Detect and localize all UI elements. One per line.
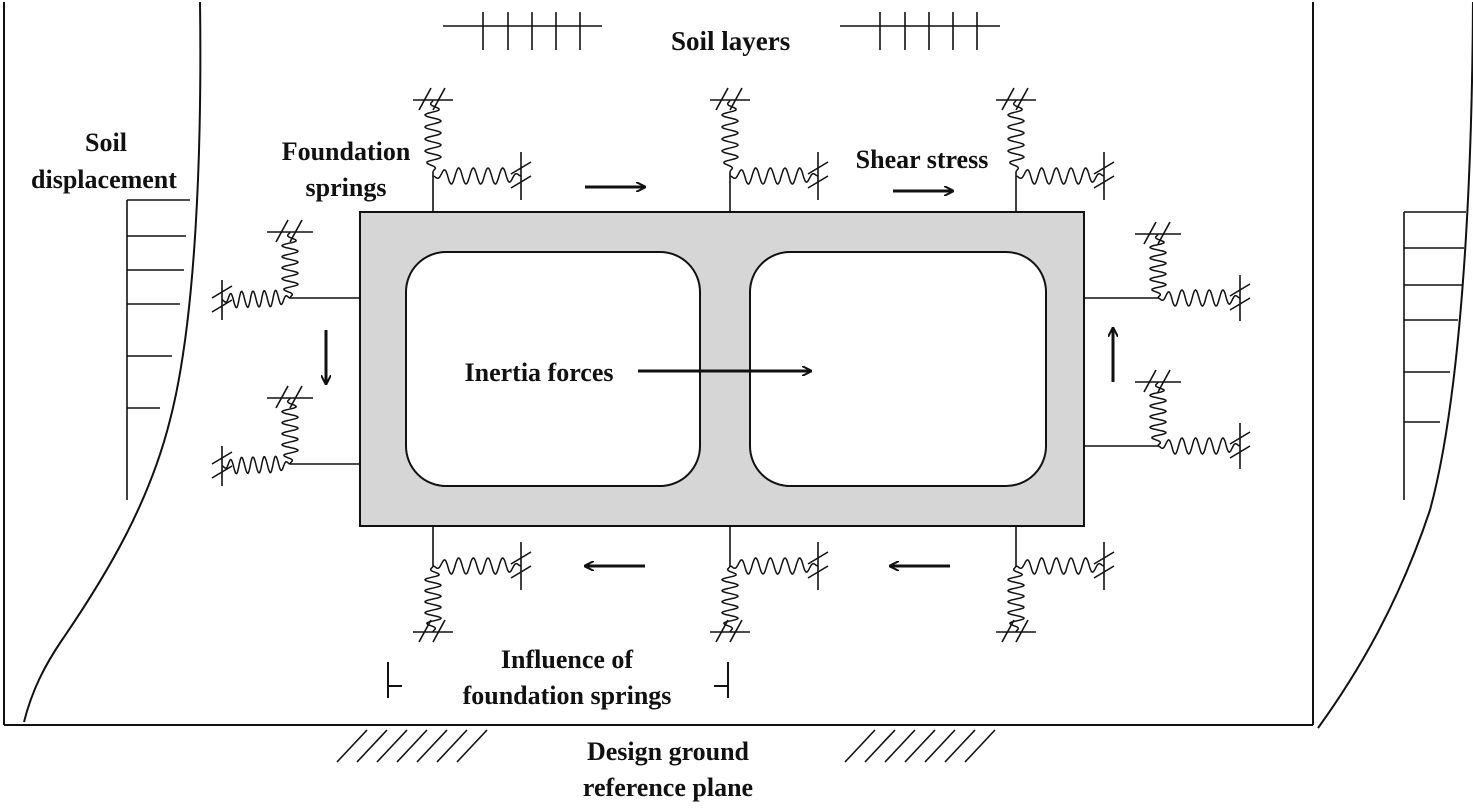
bottom-spring-2-bottom-anchor-hatch	[715, 619, 729, 643]
arrows-group	[326, 187, 1113, 566]
ground-hatch-left	[336, 729, 488, 763]
bottom-spring-3-horizontal-coil	[1015, 557, 1105, 575]
label-influence-line2: foundation springs	[463, 681, 672, 710]
bottom-spring-2-side-anchor-hatch	[807, 565, 829, 579]
right-spring-2-vertical-coil	[1149, 381, 1167, 447]
left-spring-1-side-anchor-hatch	[211, 299, 233, 313]
left-soil-displacement-profile	[126, 199, 190, 500]
foundation-springs-group	[211, 87, 1251, 643]
top-spring-1-top-anchor-hatch	[418, 87, 432, 111]
label-soil-displacement-line1: Soil	[85, 128, 127, 157]
bottom-spring-3-bottom-anchor-hatch	[1001, 619, 1015, 643]
top-spring-2-horizontal-coil	[729, 167, 819, 185]
right-spring-2-side-anchor-hatch	[1229, 445, 1251, 459]
bottom-spring-2-horizontal-coil	[729, 557, 819, 575]
top-spring-1-side-anchor-hatch	[510, 175, 532, 189]
bottom-spring-3-vertical-coil	[1007, 565, 1025, 633]
label-shear-stress: Shear stress	[856, 145, 989, 174]
left-spring-2-top-anchor-hatch	[275, 385, 289, 409]
bottom-spring-2-side-anchor-hatch	[807, 551, 829, 565]
bottom-spring-3-side-anchor-hatch	[1093, 551, 1115, 565]
label-soil-displacement-line2: displacement	[31, 165, 177, 194]
left-spring-2-side-anchor-hatch	[211, 465, 233, 479]
right-spring-2-top-anchor-hatch	[1143, 369, 1157, 393]
soil-layer-symbol-right	[840, 12, 1000, 50]
left-spring-1-horizontal-coil	[221, 289, 291, 309]
top-spring-2-side-anchor-hatch	[807, 175, 829, 189]
right-soil-deformation-curve	[1317, 1, 1473, 729]
right-spring-1-top-anchor-hatch	[1143, 221, 1157, 245]
bottom-spring-1-side-anchor-hatch	[510, 551, 532, 565]
right-spring-2-horizontal-coil	[1157, 437, 1241, 455]
right-spring-1-vertical-coil	[1149, 233, 1167, 299]
top-spring-3-side-anchor-hatch	[1093, 175, 1115, 189]
bottom-spring-3-bottom-anchor-hatch	[1015, 619, 1029, 643]
label-soil-layers: Soil layers	[671, 26, 790, 56]
label-inertia-forces: Inertia forces	[465, 358, 614, 387]
left-spring-1-top-anchor-hatch	[275, 219, 289, 243]
label-foundation-springs-line2: springs	[306, 173, 387, 202]
top-spring-1-top-anchor-hatch	[432, 87, 446, 111]
top-spring-2-top-anchor-hatch	[715, 87, 729, 111]
left-spring-2-side-anchor-hatch	[211, 451, 233, 465]
left-spring-1-vertical-coil	[281, 231, 299, 299]
soil-layer-symbol-left	[443, 12, 602, 50]
bottom-spring-2-bottom-anchor-hatch	[729, 619, 743, 643]
ground-hatch-right	[844, 729, 996, 763]
left-cell-opening	[405, 251, 701, 487]
label-foundation-springs-line1: Foundation	[282, 137, 411, 166]
top-spring-3-top-anchor-hatch	[1015, 87, 1029, 111]
right-spring-1-top-anchor-hatch	[1157, 221, 1171, 245]
top-spring-3-side-anchor-hatch	[1093, 161, 1115, 175]
top-spring-2-top-anchor-hatch	[729, 87, 743, 111]
top-spring-1-vertical-coil	[424, 99, 442, 173]
influence-dimension	[387, 662, 729, 698]
bottom-spring-1-bottom-anchor-hatch	[418, 619, 432, 643]
top-spring-1-side-anchor-hatch	[510, 161, 532, 175]
right-spring-2-side-anchor-hatch	[1229, 431, 1251, 445]
left-spring-2-top-anchor-hatch	[289, 385, 303, 409]
left-spring-2-horizontal-coil	[221, 455, 291, 475]
bottom-spring-2-vertical-coil	[721, 565, 739, 633]
left-spring-2-vertical-coil	[281, 397, 299, 465]
left-spring-1-top-anchor-hatch	[289, 219, 303, 243]
bottom-spring-1-bottom-anchor-hatch	[432, 619, 446, 643]
top-spring-2-side-anchor-hatch	[807, 161, 829, 175]
top-spring-3-horizontal-coil	[1015, 167, 1105, 185]
top-spring-3-vertical-coil	[1007, 99, 1025, 173]
right-spring-1-side-anchor-hatch	[1229, 283, 1251, 297]
bottom-spring-1-side-anchor-hatch	[510, 565, 532, 579]
top-spring-3-top-anchor-hatch	[1001, 87, 1015, 111]
right-cell-opening	[749, 251, 1047, 487]
label-influence-line1: Influence of	[501, 645, 634, 674]
left-soil-deformation-curve	[23, 1, 202, 723]
top-spring-1-horizontal-coil	[432, 167, 522, 185]
bottom-spring-1-vertical-coil	[424, 565, 442, 633]
left-spring-1-side-anchor-hatch	[211, 285, 233, 299]
bottom-spring-1-horizontal-coil	[432, 557, 522, 575]
bottom-spring-3-side-anchor-hatch	[1093, 565, 1115, 579]
right-spring-2-top-anchor-hatch	[1157, 369, 1171, 393]
top-spring-2-vertical-coil	[721, 99, 739, 173]
label-design-ground-line1: Design ground	[587, 737, 750, 766]
right-spring-1-horizontal-coil	[1157, 289, 1241, 307]
right-soil-displacement-profile	[1403, 211, 1466, 500]
right-spring-1-side-anchor-hatch	[1229, 297, 1251, 311]
label-design-ground-line2: reference plane	[583, 773, 753, 802]
ground-boundary	[3, 2, 1314, 726]
